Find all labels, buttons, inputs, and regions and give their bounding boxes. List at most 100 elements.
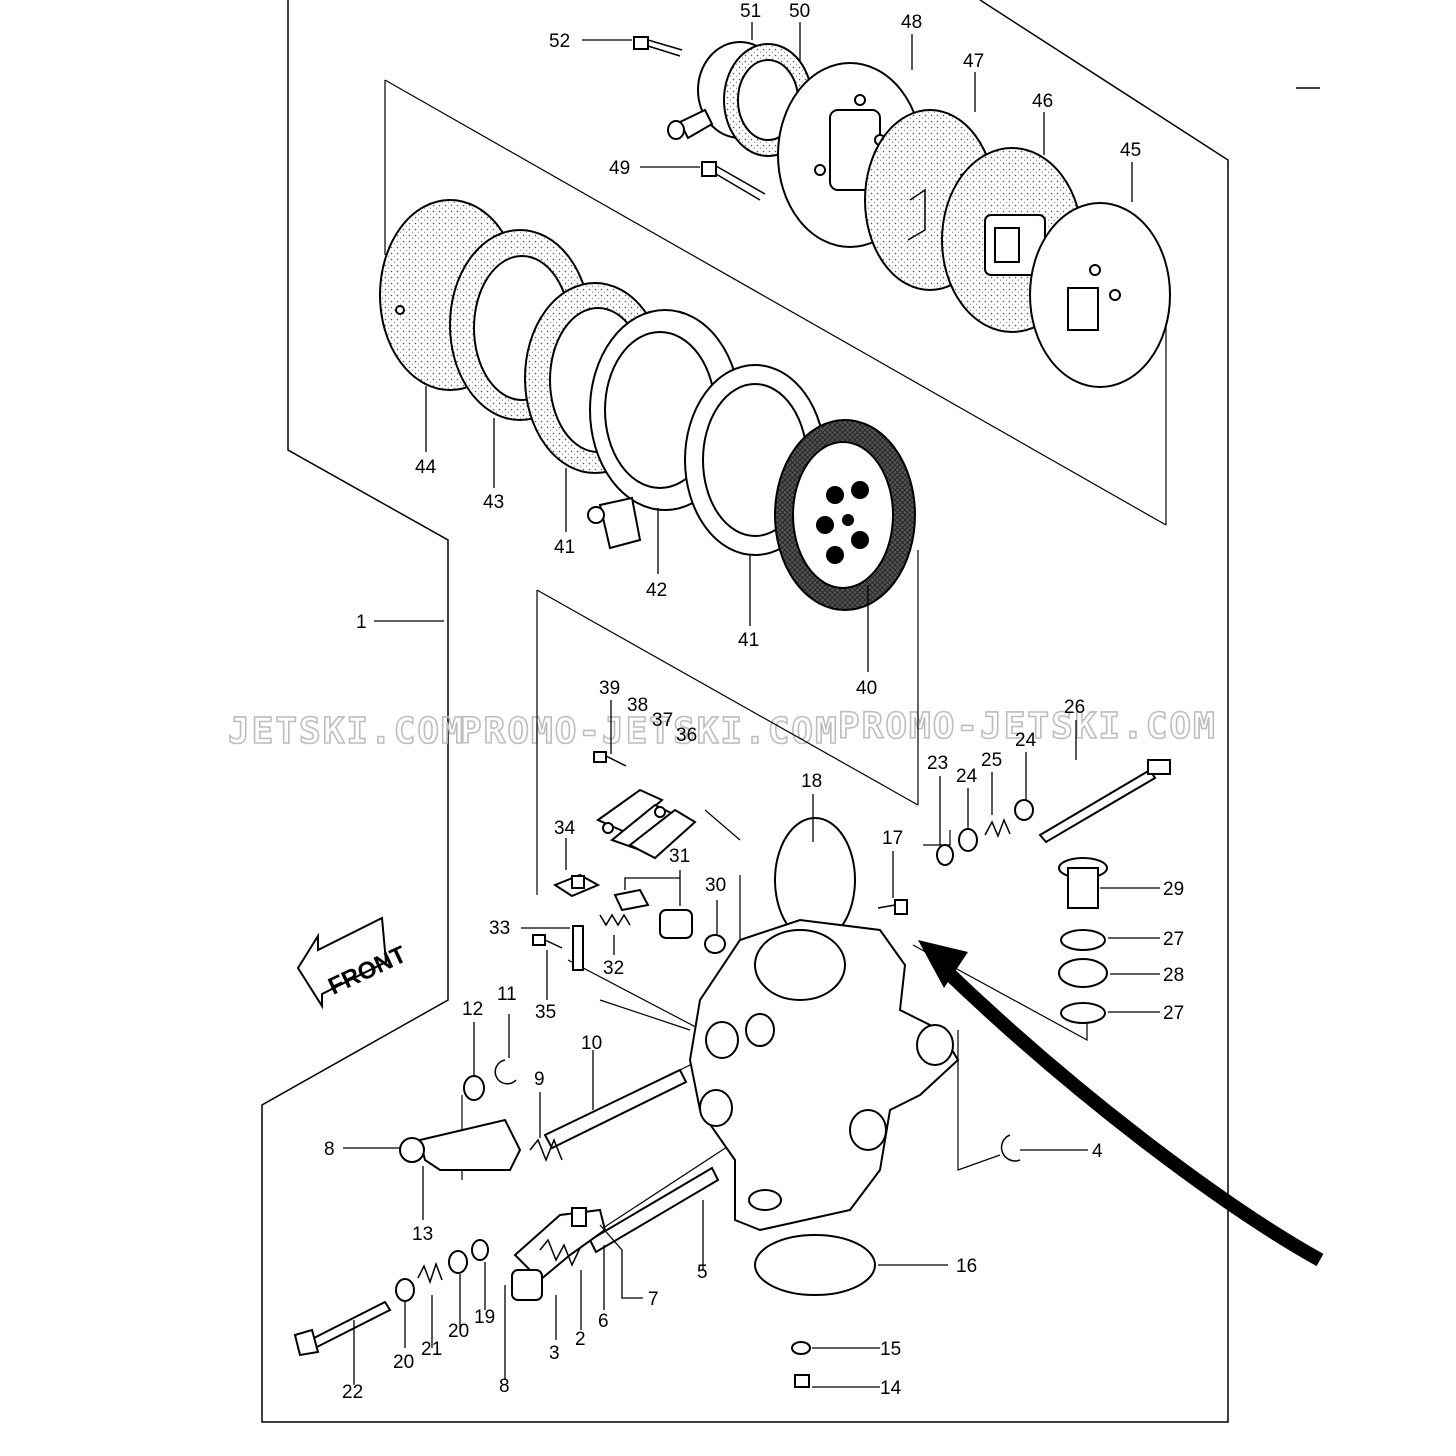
spring-32 bbox=[599, 913, 631, 927]
callout-48: 48 bbox=[901, 12, 922, 33]
o-ring-23 bbox=[936, 844, 954, 866]
lever-13 bbox=[399, 1118, 522, 1171]
callout-43: 43 bbox=[483, 492, 504, 513]
callout-50: 50 bbox=[789, 1, 810, 22]
upper-pump-assembly bbox=[633, 36, 1171, 388]
middle-pump-assembly bbox=[379, 199, 916, 611]
o-ring-30 bbox=[704, 934, 726, 954]
callout-37: 37 bbox=[652, 710, 673, 731]
callout-7: 7 bbox=[648, 1289, 659, 1310]
callout-8-upper: 8 bbox=[324, 1139, 335, 1160]
spring-25 bbox=[984, 817, 1011, 839]
leader-lines bbox=[343, 22, 1160, 1388]
diaphragm-40 bbox=[774, 419, 916, 611]
needle-valve-31 bbox=[613, 888, 693, 939]
clip-4 bbox=[1000, 1134, 1021, 1162]
washer-27-upper bbox=[1060, 929, 1106, 951]
callout-23: 23 bbox=[927, 753, 948, 774]
watermark-2: PROMO-JETSKI.COM bbox=[460, 711, 839, 752]
callout-46: 46 bbox=[1032, 91, 1053, 112]
plates-36-38 bbox=[595, 788, 697, 860]
screw-22 bbox=[293, 1300, 392, 1357]
front-arrow-icon: FRONT bbox=[296, 916, 411, 1010]
callout-22: 22 bbox=[342, 1382, 363, 1403]
callout-42: 42 bbox=[646, 580, 667, 601]
callout-51: 51 bbox=[740, 1, 761, 22]
watermark-3: PROMO-JETSKI.COM bbox=[838, 706, 1217, 747]
watermarks: JETSKI.COM PROMO-JETSKI.COM PROMO-JETSKI… bbox=[227, 705, 1217, 753]
callout-1: 1 bbox=[356, 612, 367, 633]
callout-3: 3 bbox=[549, 1343, 560, 1364]
callout-18: 18 bbox=[801, 771, 822, 792]
callout-20-upper: 20 bbox=[448, 1321, 469, 1342]
callout-25: 25 bbox=[981, 750, 1002, 771]
diagram-frame bbox=[261, 0, 1320, 1423]
choke-lever-assembly bbox=[511, 1207, 607, 1301]
callout-31: 31 bbox=[669, 846, 690, 867]
callout-29: 29 bbox=[1163, 879, 1184, 900]
washer-20-lower bbox=[395, 1278, 415, 1302]
shaft-10 bbox=[543, 1068, 688, 1150]
clip-11 bbox=[494, 1059, 517, 1085]
callout-15: 15 bbox=[880, 1339, 901, 1360]
callout-52: 52 bbox=[549, 31, 570, 52]
callout-13: 13 bbox=[412, 1224, 433, 1245]
callout-20-lower: 20 bbox=[393, 1352, 414, 1373]
callout-30: 30 bbox=[705, 875, 726, 896]
callout-38: 38 bbox=[627, 695, 648, 716]
callout-2: 2 bbox=[575, 1329, 586, 1350]
callout-14: 14 bbox=[880, 1378, 902, 1399]
callout-8-lower: 8 bbox=[499, 1376, 510, 1397]
washer-24-lower bbox=[958, 828, 978, 852]
carburetor-body bbox=[688, 918, 960, 1232]
callout-45: 45 bbox=[1120, 140, 1141, 161]
callout-47: 47 bbox=[963, 51, 984, 72]
fitting-28 bbox=[1058, 958, 1108, 988]
washer-15 bbox=[791, 1341, 811, 1355]
bolt-29 bbox=[1058, 857, 1108, 909]
callout-27-lower: 27 bbox=[1163, 1003, 1184, 1024]
bracket-34 bbox=[552, 873, 601, 898]
callout-49: 49 bbox=[609, 158, 630, 179]
callout-27-upper: 27 bbox=[1163, 929, 1184, 950]
washer-20-upper bbox=[448, 1250, 468, 1274]
watermark-1: JETSKI.COM bbox=[228, 711, 465, 752]
callout-33: 33 bbox=[489, 918, 510, 939]
callout-36: 36 bbox=[676, 725, 697, 746]
screw-14 bbox=[794, 1374, 810, 1388]
callout-35: 35 bbox=[535, 1002, 556, 1023]
direction-arrow bbox=[918, 940, 1324, 1267]
callout-5: 5 bbox=[697, 1262, 708, 1283]
callout-19: 19 bbox=[474, 1307, 495, 1328]
callout-39: 39 bbox=[599, 678, 620, 699]
washer-27-lower bbox=[1060, 1002, 1106, 1024]
callout-labels: 52 51 50 48 47 46 45 49 44 43 41 42 41 4… bbox=[324, 1, 1184, 1403]
callout-9: 9 bbox=[534, 1069, 545, 1090]
washer-12 bbox=[463, 1075, 485, 1101]
callout-10: 10 bbox=[581, 1033, 602, 1054]
callout-41-lower: 41 bbox=[738, 630, 759, 651]
carburetor-body-assembly bbox=[293, 751, 1171, 1388]
spring-9 bbox=[529, 1137, 563, 1163]
callout-17: 17 bbox=[882, 828, 903, 849]
callout-41-upper: 41 bbox=[554, 537, 575, 558]
screw-39 bbox=[593, 751, 627, 767]
cover-45 bbox=[1029, 202, 1171, 388]
callout-44: 44 bbox=[415, 457, 437, 478]
callout-28: 28 bbox=[1163, 965, 1184, 986]
callout-34: 34 bbox=[554, 818, 576, 839]
pin-33 bbox=[572, 925, 584, 971]
callout-24-upper: 24 bbox=[1015, 730, 1037, 751]
callout-12: 12 bbox=[462, 999, 483, 1020]
callout-11: 11 bbox=[497, 984, 517, 1005]
shaft-5 bbox=[588, 1166, 720, 1254]
screw-49 bbox=[701, 161, 766, 201]
callout-16: 16 bbox=[956, 1256, 977, 1277]
plate-16 bbox=[754, 1234, 876, 1296]
callout-40: 40 bbox=[856, 678, 877, 699]
callout-6: 6 bbox=[598, 1311, 609, 1332]
screw-35 bbox=[532, 934, 563, 949]
screw-17 bbox=[877, 899, 908, 915]
washer-24-upper bbox=[1014, 799, 1034, 821]
callout-26: 26 bbox=[1064, 697, 1085, 718]
